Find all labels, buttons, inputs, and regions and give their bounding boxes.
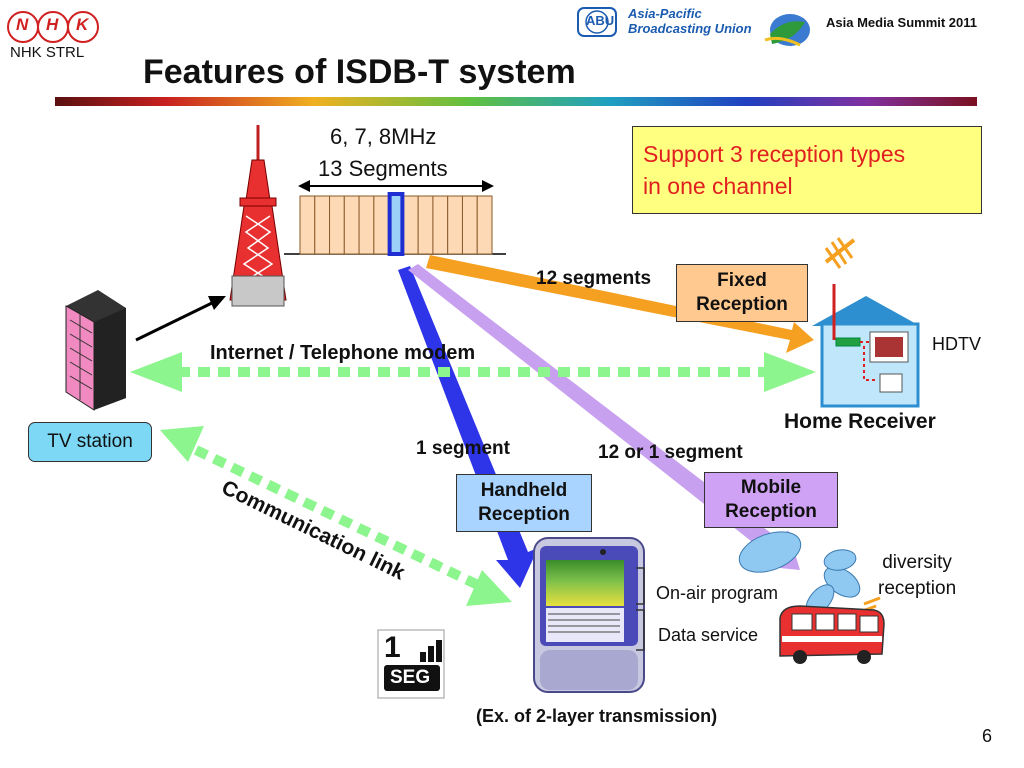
mobile-phone-icon [533, 537, 645, 693]
diversity-label: diversity reception [878, 552, 957, 599]
segment-cell [461, 195, 478, 255]
oneseg-logo [377, 629, 445, 699]
mobile-segments-label: 12 or 1 segment [598, 442, 743, 463]
reception-types-note: Support 3 reception types in one channel [632, 126, 982, 214]
tv-station-box: TV station [28, 422, 152, 462]
logo-letter-h: H [46, 15, 59, 34]
page-title: Features of ISDB-T system [143, 53, 576, 91]
home-receiver-icon [812, 284, 920, 408]
page-number: 6 [982, 726, 993, 746]
abu-logo-text: ABU [586, 13, 615, 28]
frequency-label: 6, 7, 8MHz [330, 124, 437, 149]
logo-letter-n: N [16, 15, 29, 34]
org-label: NHK STRL [10, 44, 85, 61]
handheld-segments-label: 1 segment [416, 438, 510, 459]
segment-band [284, 180, 506, 256]
segment-cell [343, 195, 360, 255]
internet-label: Internet / Telephone modem [210, 342, 476, 364]
segment-cells [299, 192, 493, 256]
segment-cell [314, 195, 331, 255]
transmission-example-label: (Ex. of 2-layer transmission) [476, 706, 718, 726]
segment-cell [476, 195, 493, 255]
segment-cell [402, 195, 419, 255]
segment-cell [358, 195, 375, 255]
handheld-reception-box: Handheld Reception [456, 474, 592, 532]
communication-link-arrow [160, 426, 512, 606]
office-building-icon [65, 290, 126, 411]
oneseg-logo-digit: 1 [384, 631, 401, 664]
highlighted-segment [387, 192, 405, 256]
event-label: Asia Media Summit 2011 [826, 15, 978, 30]
fixed-reception-box: Fixed Reception [676, 264, 808, 322]
broadcast-tower-icon [229, 125, 287, 307]
segment-cell [373, 195, 390, 255]
bus-icon [779, 605, 885, 664]
home-receiver-label: Home Receiver [784, 410, 936, 433]
logo-letter-k: K [76, 15, 89, 34]
on-air-program-label: On-air program [656, 583, 779, 603]
data-service-bracket [636, 609, 645, 651]
mobile-reception-box: Mobile Reception [704, 472, 838, 528]
station-to-tower-arrow [135, 296, 226, 342]
segment-cell [447, 195, 463, 255]
hdtv-label: HDTV [932, 334, 981, 354]
segment-cell [299, 195, 316, 255]
antenna-icon [824, 237, 856, 269]
segment-cell [329, 195, 345, 255]
mobile-reception-path [408, 264, 800, 570]
data-service-label: Data service [658, 625, 759, 645]
diversity-antenna-icon [738, 531, 881, 616]
segment-cell [432, 195, 449, 255]
title-underline [55, 97, 977, 106]
abu-emblem [577, 7, 617, 37]
segments-label: 13 Segments [318, 156, 448, 181]
on-air-bracket [636, 567, 645, 605]
segment-cell [417, 195, 434, 255]
abu-globe-icon [764, 14, 810, 47]
fixed-reception-path [426, 255, 814, 353]
fixed-segments-label: 12 segments [536, 268, 652, 289]
internet-link-arrow [130, 352, 816, 392]
oneseg-logo-text: SEG [390, 667, 431, 688]
abu-name: Asia-Pacific Broadcasting Union [628, 6, 752, 36]
nhk-logo [7, 11, 99, 43]
